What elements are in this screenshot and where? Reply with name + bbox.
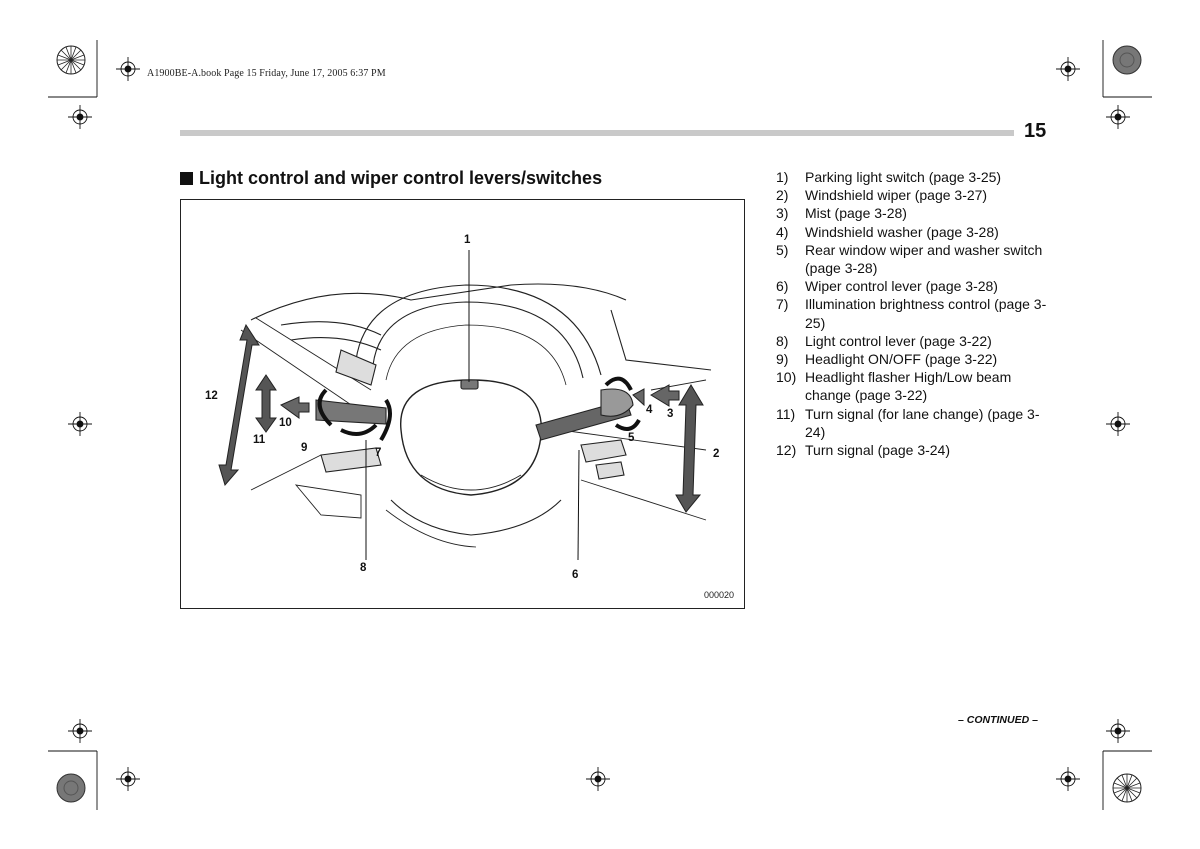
figure-code: 000020 bbox=[703, 590, 734, 600]
legend-item-text: Parking light switch (page 3-25) bbox=[805, 169, 1002, 185]
legend-item-text: Rear window wiper and washer switch (pag… bbox=[805, 241, 1043, 277]
callout-10: 10 bbox=[279, 417, 292, 429]
page-number: 15 bbox=[1024, 120, 1047, 142]
legend-item-number: 7) bbox=[776, 296, 789, 313]
callout-11: 11 bbox=[253, 434, 266, 446]
legend-item-number: 3) bbox=[776, 205, 789, 222]
legend-item: 6) Wiper control lever (page 3-28) bbox=[776, 277, 1056, 295]
legend-item: 2) Windshield wiper (page 3-27) bbox=[776, 186, 1056, 204]
legend-item-text: Headlight ON/OFF (page 3-22) bbox=[805, 351, 998, 368]
legend-item: 7) Illumination brightness control (page … bbox=[776, 295, 1056, 331]
legend-item: 8) Light control lever (page 3-22) bbox=[776, 332, 1056, 350]
legend-item: 5) Rear window wiper and washer switch (p… bbox=[776, 241, 1056, 277]
legend-item-text: Windshield washer (page 3-28) bbox=[805, 223, 999, 240]
legend-item: 3) Mist (page 3-28) bbox=[776, 204, 1056, 222]
legend-item-text: Windshield wiper (page 3-27) bbox=[805, 187, 988, 204]
lever-diagram: 1 2 3 4 5 6 7 8 9 10 11 12 000020 bbox=[180, 199, 745, 609]
legend-item-number: 1) bbox=[776, 169, 789, 185]
legend-item-number: 4) bbox=[776, 223, 789, 240]
legend-list: 1) Parking light switch (page 3-25) 2) Win… bbox=[776, 168, 1056, 459]
legend-item-number: 12) bbox=[776, 442, 797, 459]
legend-item-text: Turn signal (page 3-24) bbox=[805, 442, 951, 459]
square-bullet-icon bbox=[180, 172, 193, 185]
legend-item: 4) Windshield washer (page 3-28) bbox=[776, 223, 1056, 241]
legend-item: 12) Turn signal (page 3-24) bbox=[776, 441, 1056, 459]
callout-8: 8 bbox=[360, 562, 367, 574]
callout-12: 12 bbox=[205, 390, 218, 402]
callout-6: 6 bbox=[572, 569, 579, 581]
legend-item-number: 10) bbox=[776, 369, 797, 386]
legend-item-number: 2) bbox=[776, 187, 789, 204]
legend-item-text: Turn signal (for lane change) (page 3-24… bbox=[805, 405, 1040, 440]
legend-item: 11) Turn signal (for lane change) (page 3… bbox=[776, 405, 1056, 441]
dashboard-illustration bbox=[218, 250, 712, 561]
callout-1: 1 bbox=[464, 234, 471, 246]
legend-item-number: 8) bbox=[776, 332, 789, 349]
legend-item-number: 6) bbox=[776, 278, 789, 295]
callout-7: 7 bbox=[375, 447, 382, 459]
legend-item-number: 9) bbox=[776, 351, 789, 368]
section-title: Light control and wiper control levers/s… bbox=[180, 168, 602, 189]
legend-item-number: 5) bbox=[776, 241, 789, 258]
legend-item: 10) Headlight flasher High/Low beam chang… bbox=[776, 368, 1056, 404]
callout-5: 5 bbox=[628, 432, 635, 444]
legend-item: 1) Parking light switch (page 3-25) bbox=[776, 168, 1056, 186]
legend-item: 9) Headlight ON/OFF (page 3-22) bbox=[776, 350, 1056, 368]
legend-item-text: Headlight flasher High/Low beam change (… bbox=[805, 369, 1012, 404]
legend-item-text: Wiper control lever (page 3-28) bbox=[805, 278, 998, 295]
print-header: A1900BE-A.book Page 15 Friday, June 17, … bbox=[147, 68, 386, 79]
legend-item-text: Light control lever (page 3-22) bbox=[805, 332, 992, 349]
callout-3: 3 bbox=[667, 408, 674, 420]
legend-item-text: Illumination brightness control (page 3-… bbox=[805, 296, 1047, 331]
continued-footer: – CONTINUED – bbox=[958, 714, 1038, 726]
callout-9: 9 bbox=[301, 442, 308, 454]
legend-item-text: Mist (page 3-28) bbox=[805, 205, 907, 222]
header-rule bbox=[180, 130, 1014, 136]
legend-item-number: 11) bbox=[776, 405, 796, 422]
section-title-text: Light control and wiper control levers/s… bbox=[199, 168, 603, 188]
callout-4: 4 bbox=[646, 404, 653, 416]
callout-2: 2 bbox=[713, 448, 720, 460]
